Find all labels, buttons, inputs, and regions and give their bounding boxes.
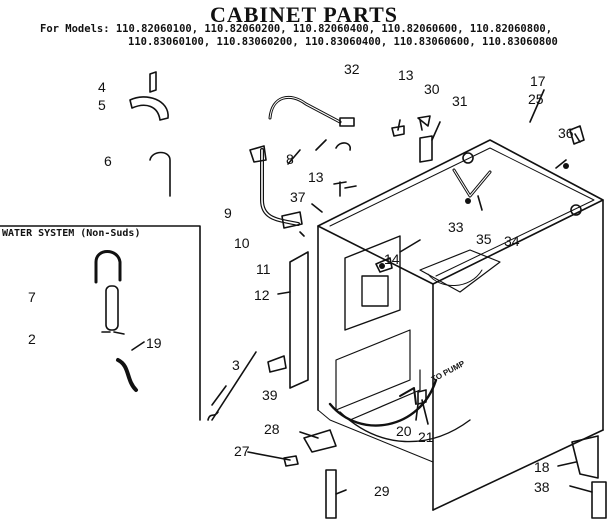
part-21-clamp bbox=[417, 389, 427, 405]
callout-30: 30 bbox=[424, 81, 440, 97]
part-14-switch bbox=[375, 257, 393, 273]
inner-brace bbox=[335, 329, 411, 411]
callout-27: 27 bbox=[234, 443, 250, 459]
tub-bracket bbox=[452, 168, 492, 198]
top-hole-right bbox=[570, 204, 582, 216]
part-2-clamp bbox=[101, 331, 125, 335]
tub-opening-rim bbox=[427, 269, 483, 287]
inner-frame bbox=[349, 369, 421, 421]
part-7-straight-hose bbox=[105, 285, 119, 331]
cabinet-top-inner bbox=[329, 147, 595, 277]
lower-hose bbox=[339, 411, 471, 443]
water-system-box-title: WATER SYSTEM (Non-Suds) bbox=[2, 228, 141, 239]
part-27-screw bbox=[283, 455, 299, 467]
part-35-bolt bbox=[465, 198, 471, 204]
diagram-title: CABINET PARTS bbox=[209, 2, 399, 27]
part-29-leg bbox=[325, 469, 337, 519]
callout-35: 35 bbox=[476, 231, 492, 247]
tub-bracket-inner bbox=[453, 169, 491, 197]
part-6-hook bbox=[149, 151, 171, 197]
callout-6: 6 bbox=[104, 153, 112, 169]
wire-plug bbox=[335, 142, 351, 151]
part-30-clip bbox=[417, 115, 431, 127]
pump-hose bbox=[328, 378, 438, 427]
part-5-strap bbox=[129, 96, 169, 121]
callout-13-upper: 13 bbox=[398, 67, 414, 83]
callout-9: 9 bbox=[224, 205, 232, 221]
wire-harness-inner bbox=[269, 96, 341, 123]
part-18-bracket bbox=[571, 435, 599, 479]
part-20-hose bbox=[399, 387, 417, 405]
callout-36: 36 bbox=[558, 125, 574, 141]
part-36-screw bbox=[569, 125, 585, 145]
callout-21: 21 bbox=[418, 429, 434, 445]
callout-28: 28 bbox=[264, 421, 280, 437]
top-hole-left bbox=[462, 152, 474, 164]
callout-11: 11 bbox=[256, 261, 271, 277]
part-36-nut bbox=[563, 163, 569, 169]
control-bracket bbox=[344, 235, 401, 331]
callout-31: 31 bbox=[452, 93, 468, 109]
part-10-clamp bbox=[281, 211, 303, 229]
cabinet-left-bottom bbox=[317, 409, 434, 463]
part-37-screw bbox=[333, 181, 347, 197]
callout-20: 20 bbox=[396, 423, 412, 439]
part-39-foot bbox=[267, 355, 287, 373]
water-system-box bbox=[0, 225, 201, 421]
part-4-clip bbox=[149, 71, 157, 93]
callout-8: 8 bbox=[286, 151, 294, 167]
callout-32: 32 bbox=[344, 61, 360, 77]
fill-hose-inner bbox=[261, 149, 299, 225]
callout-7: 7 bbox=[28, 289, 36, 305]
part-8-elbow bbox=[249, 145, 267, 163]
part-31-latch bbox=[419, 135, 433, 163]
callout-37: 37 bbox=[290, 189, 306, 205]
cabinet-top bbox=[317, 139, 604, 285]
part-28-bracket bbox=[303, 429, 337, 453]
part-14-dot bbox=[379, 263, 385, 269]
callout-25: 25 bbox=[528, 91, 544, 107]
model-numbers: For Models: 110.82060100, 110.82060200, … bbox=[40, 23, 608, 49]
callout-38: 38 bbox=[534, 479, 550, 495]
callout-17: 17 bbox=[530, 73, 546, 89]
callout-4: 4 bbox=[98, 79, 106, 95]
model-numbers-line-1: For Models: 110.82060100, 110.82060200, … bbox=[40, 23, 553, 35]
timer-block bbox=[361, 275, 389, 307]
callout-2: 2 bbox=[28, 331, 36, 347]
part-7-elbow-hose bbox=[94, 250, 122, 284]
callout-5: 5 bbox=[98, 97, 106, 113]
callout-29: 29 bbox=[374, 483, 390, 499]
part-3-rod bbox=[207, 411, 219, 421]
side-panel bbox=[289, 251, 309, 389]
callout-39: 39 bbox=[262, 387, 278, 403]
callout-10: 10 bbox=[234, 235, 250, 251]
wire-connector bbox=[339, 117, 355, 127]
model-numbers-line-2: 110.83060100, 110.83060200, 110.83060400… bbox=[128, 36, 558, 48]
part-13-screw-upper bbox=[391, 125, 405, 137]
callout-34: 34 bbox=[504, 233, 520, 249]
callout-18: 18 bbox=[534, 459, 550, 475]
callout-19: 19 bbox=[146, 335, 162, 351]
callout-13-lower: 13 bbox=[308, 169, 324, 185]
callout-12: 12 bbox=[254, 287, 270, 303]
part-19-hose bbox=[116, 358, 138, 392]
part-38-leg bbox=[591, 481, 607, 519]
callout-3: 3 bbox=[232, 357, 240, 373]
cabinet-right-bottom bbox=[432, 429, 604, 511]
callout-14: 14 bbox=[384, 251, 400, 267]
wire-harness bbox=[268, 95, 342, 124]
callout-33: 33 bbox=[448, 219, 464, 235]
